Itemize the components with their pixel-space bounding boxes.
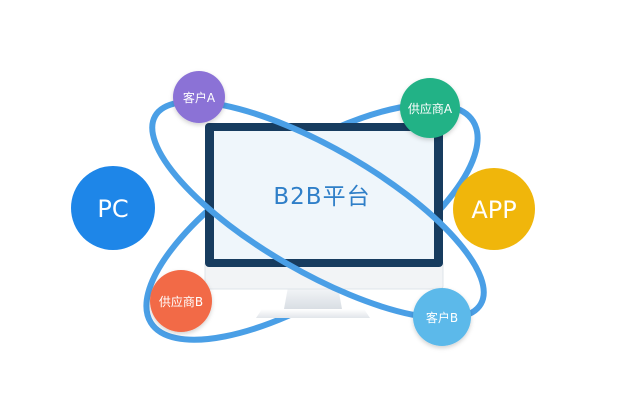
pc-label: PC xyxy=(97,195,128,223)
orbit-front xyxy=(149,98,487,322)
orbit-ellipse-b xyxy=(149,98,487,322)
customer-a-node: 客户A xyxy=(173,71,225,123)
app-label: APP xyxy=(471,196,516,224)
monitor-stand-base xyxy=(256,309,370,318)
supplier-a-label: 供应商A xyxy=(408,101,453,116)
pc-node: PC xyxy=(71,166,155,250)
supplier-a-node: 供应商A xyxy=(400,78,460,138)
customer-b-node: 客户B xyxy=(413,288,471,346)
platform-label: B2B平台 xyxy=(273,184,370,210)
app-node: APP xyxy=(453,168,535,250)
supplier-b-node: 供应商B xyxy=(150,270,212,332)
customer-b-label: 客户B xyxy=(426,310,458,325)
customer-a-label: 客户A xyxy=(183,90,216,105)
supplier-b-label: 供应商B xyxy=(159,294,203,309)
monitor: B2B平台 xyxy=(204,123,444,318)
monitor-neck xyxy=(284,287,342,309)
